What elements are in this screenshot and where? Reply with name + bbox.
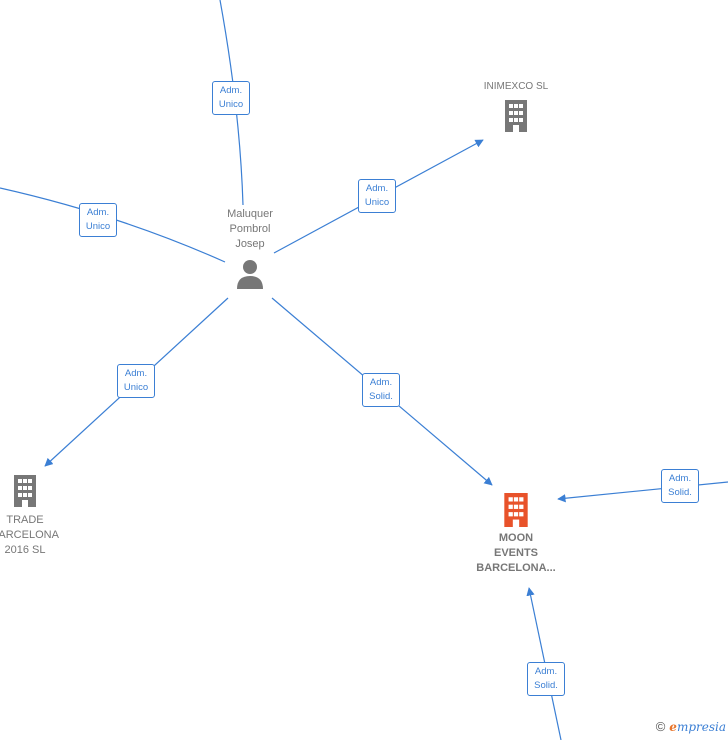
empresia-watermark: ©empresia — [656, 719, 726, 734]
building-icon — [504, 493, 528, 527]
edge-label-role: Adm. — [86, 207, 110, 218]
edge-label-type: Solid. — [668, 487, 692, 498]
building-icon — [14, 475, 36, 507]
building-icon — [505, 100, 527, 132]
company-name-line: BARCELONA — [0, 529, 59, 541]
edge-label-person-left[interactable]: Adm. Unico — [79, 203, 117, 237]
edge-label-right-moon[interactable]: Adm. Solid. — [661, 469, 699, 503]
company-name-line: 2016 SL — [4, 544, 46, 556]
edge-right-moon — [557, 481, 728, 503]
company-name-line: INIMEXCO SL — [483, 81, 549, 92]
edge-label-role: Adm. — [369, 377, 393, 388]
copyright-icon: © — [655, 719, 666, 734]
edge-label-person-top[interactable]: Adm. Unico — [212, 81, 250, 115]
edge-label-type: Solid. — [534, 680, 558, 691]
edge-label-type: Unico — [85, 221, 111, 232]
edge-label-type: Unico — [123, 382, 149, 393]
person-icon — [237, 260, 263, 289]
company-node-moon-events[interactable]: MOON EVENTS BARCELONA... — [466, 493, 566, 576]
edge-label-person-trade[interactable]: Adm. Unico — [117, 364, 155, 398]
person-name-line: Josep — [235, 238, 265, 250]
edge-label-type: Solid. — [369, 391, 393, 402]
edge-label-role: Adm. — [124, 368, 148, 379]
edge-label-type: Unico — [218, 99, 244, 110]
edge-label-role: Adm. — [365, 183, 389, 194]
edge-label-role: Adm. — [219, 85, 243, 96]
edge-label-role: Adm. — [668, 473, 692, 484]
company-name-line: EVENTS — [493, 547, 538, 559]
company-name-line: MOON — [498, 532, 534, 544]
company-name-line: TRADE — [6, 514, 44, 526]
company-node-inimexco[interactable]: INIMEXCO SL — [466, 79, 566, 132]
edge-label-type: Unico — [364, 197, 390, 208]
edge-label-bottom-moon[interactable]: Adm. Solid. — [527, 662, 565, 696]
edge-label-person-moon[interactable]: Adm. Solid. — [362, 373, 400, 407]
person-name-line: Maluquer — [227, 208, 273, 220]
brand-initial: e — [669, 720, 677, 734]
person-node[interactable]: Maluquer Pombrol Josep — [204, 207, 296, 290]
edge-label-person-inimexco[interactable]: Adm. Unico — [358, 179, 396, 213]
brand-name: mpresia — [676, 720, 726, 734]
company-node-trade[interactable]: TRADE BARCELONA 2016 SL — [0, 475, 60, 558]
edge-label-role: Adm. — [534, 666, 558, 677]
company-name-line: BARCELONA... — [476, 562, 556, 574]
person-name-line: Pombrol — [229, 223, 271, 235]
